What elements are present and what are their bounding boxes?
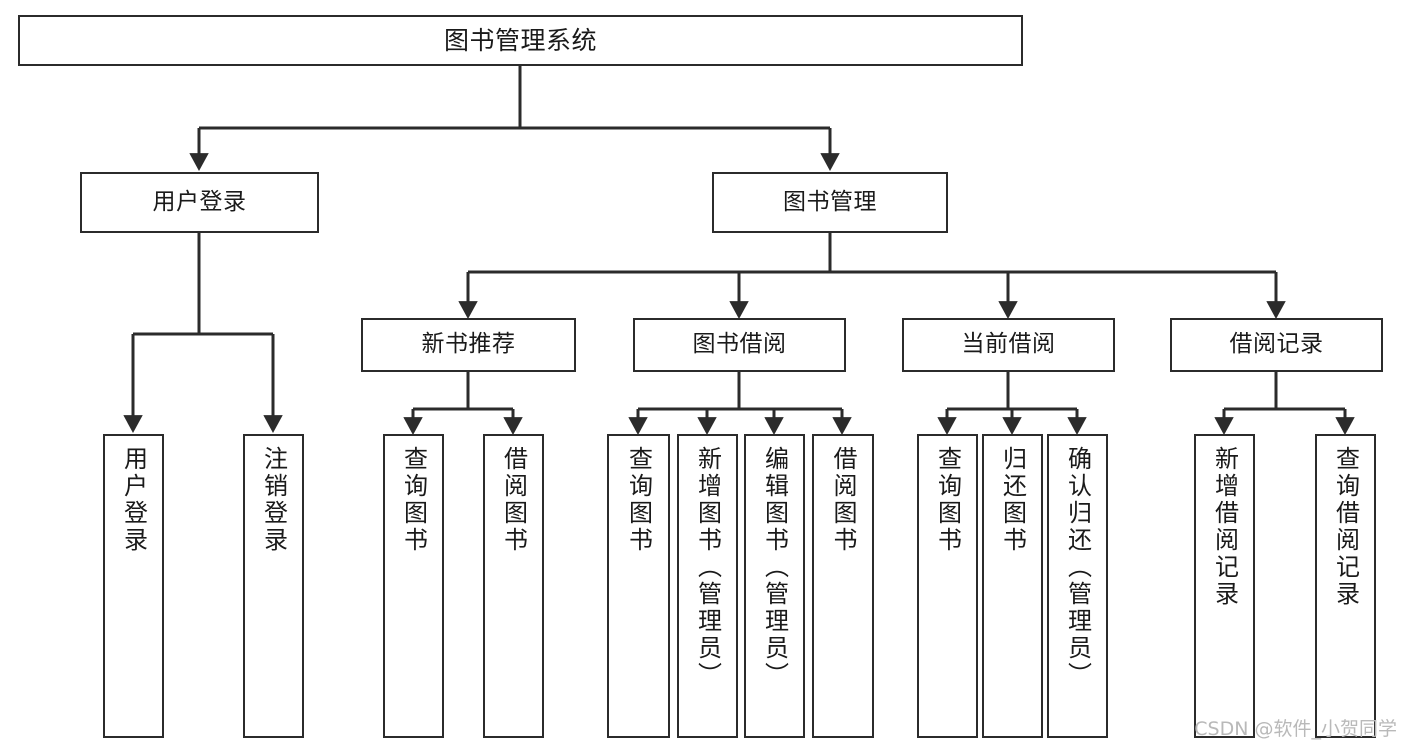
leaf-borrow-query-book[interactable]: 查询图书: [607, 434, 670, 738]
leaf-current-confirm-return-admin[interactable]: 确认归还（管理员）: [1047, 434, 1108, 738]
node-book-management[interactable]: 图书管理: [712, 172, 948, 233]
node-label: 用户登录: [152, 188, 247, 215]
node-label: 借阅记录: [1229, 331, 1324, 358]
node-label: 归还图书: [998, 446, 1027, 554]
node-label: 新增图书（管理员）: [693, 446, 722, 689]
node-label: 图书管理系统: [443, 25, 597, 55]
node-user-login[interactable]: 用户登录: [80, 172, 319, 233]
node-label: 注销登录: [259, 446, 288, 554]
leaf-borrow-borrow-book[interactable]: 借阅图书: [812, 434, 874, 738]
node-new-book-recommend[interactable]: 新书推荐: [361, 318, 576, 372]
leaf-recommend-borrow-book[interactable]: 借阅图书: [483, 434, 544, 738]
node-label: 当前借阅: [961, 331, 1056, 358]
csdn-watermark: CSDN @软件_小贺同学: [1194, 718, 1397, 740]
node-label: 借阅图书: [829, 446, 857, 554]
node-label: 查询借阅记录: [1331, 446, 1360, 608]
leaf-record-query-record[interactable]: 查询借阅记录: [1315, 434, 1376, 738]
node-label: 编辑图书（管理员）: [760, 446, 789, 689]
node-label: 借阅图书: [499, 446, 528, 554]
leaf-current-return-book[interactable]: 归还图书: [982, 434, 1043, 738]
leaf-borrow-edit-book-admin[interactable]: 编辑图书（管理员）: [744, 434, 805, 738]
leaf-user-login-signin[interactable]: 用户登录: [103, 434, 164, 738]
node-borrow-record[interactable]: 借阅记录: [1170, 318, 1383, 372]
node-label: 查询图书: [624, 446, 653, 554]
node-current-borrow[interactable]: 当前借阅: [902, 318, 1115, 372]
node-label: 查询图书: [399, 446, 428, 554]
node-label: 确认归还（管理员）: [1063, 446, 1092, 689]
node-root-system[interactable]: 图书管理系统: [18, 15, 1023, 66]
node-label: 用户登录: [119, 446, 148, 554]
node-label: 查询图书: [933, 446, 962, 554]
node-label: 新增借阅记录: [1210, 446, 1239, 608]
leaf-record-add-record[interactable]: 新增借阅记录: [1194, 434, 1255, 738]
node-book-borrow[interactable]: 图书借阅: [633, 318, 846, 372]
leaf-recommend-query-book[interactable]: 查询图书: [383, 434, 444, 738]
leaf-user-login-signout[interactable]: 注销登录: [243, 434, 304, 738]
node-label: 图书管理: [783, 188, 877, 215]
leaf-borrow-add-book-admin[interactable]: 新增图书（管理员）: [677, 434, 738, 738]
node-label: 新书推荐: [421, 331, 516, 358]
node-label: 图书借阅: [692, 331, 787, 358]
leaf-current-query-book[interactable]: 查询图书: [917, 434, 978, 738]
